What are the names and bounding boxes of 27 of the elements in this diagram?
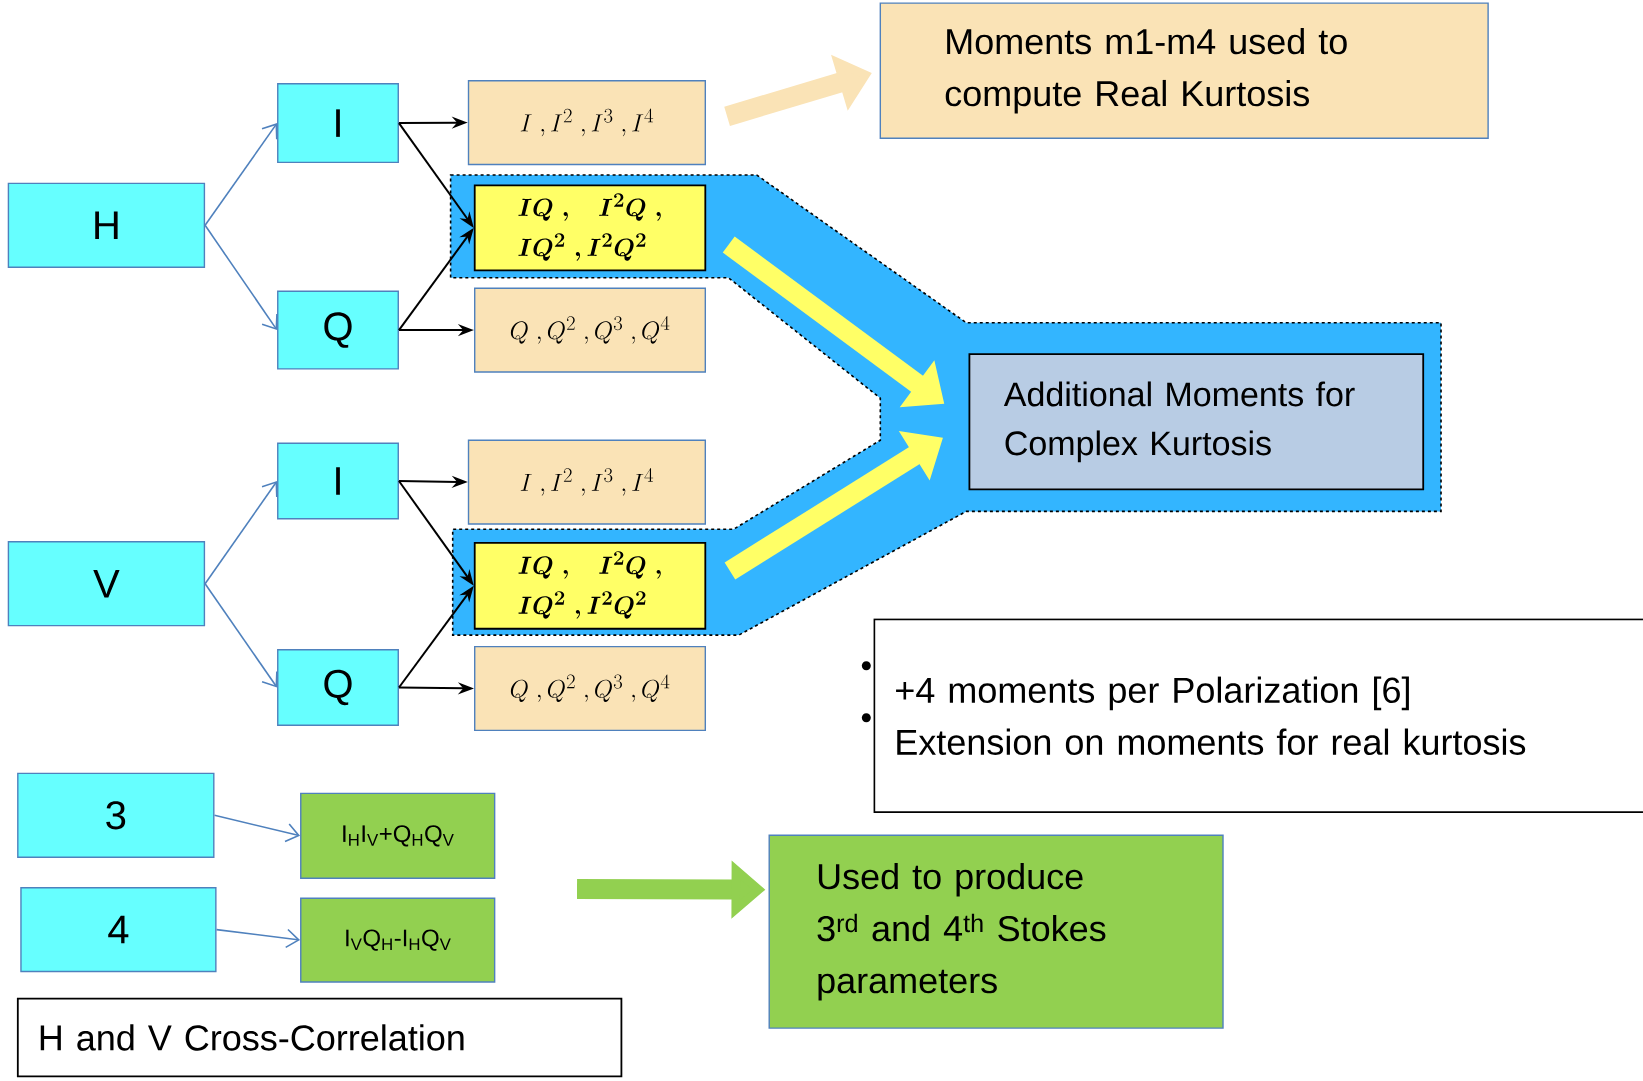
arrow <box>204 582 278 688</box>
signal-box: Q <box>277 649 399 726</box>
note-box: Additional Moments for Complex Kurtosis <box>968 353 1425 491</box>
arrow <box>215 928 301 949</box>
moment-box: $Q\;,Q^2\;,Q^3\;,Q^4$ <box>474 645 706 732</box>
signal-box: H <box>7 182 206 268</box>
formula-box: I$_{V}$Q$_{H}$-I$_{H}$Q$_{V}$ <box>300 897 496 983</box>
arrow <box>204 481 278 585</box>
arrow <box>213 814 301 843</box>
signal-box: Q <box>277 290 399 370</box>
arrow <box>204 123 278 227</box>
formula-box: I$_{H}$I$_{V}$+Q$_{H}$Q$_{V}$ <box>300 792 496 879</box>
moment-box: $I\;,I^2\;,I^3\;,I^4$ <box>467 80 706 166</box>
signal-box: V <box>7 541 206 627</box>
note-box: Used to produce 3$^{rd}$ and 4$^{th}$ Stokes parameters <box>768 834 1224 1029</box>
arrow <box>204 224 278 331</box>
moment-box: $Q\;,Q^2\;,Q^3\;,Q^4$ <box>474 287 706 373</box>
bullet-list-box: +4 moments per Polarization [6] Extension on moments for real kurtosis <box>873 618 1643 814</box>
cross-moment-box: $\begin{array}{l}\boldsymbol{IQ\;,\;\;\; I^2Q\;,}\\ \boldsymbol{IQ^2\;,I^2Q^2}\end{array}$ <box>473 184 707 272</box>
signal-box: I <box>277 442 399 520</box>
caption-box: H and V Cross-Correlation <box>16 997 623 1078</box>
moment-box: $I\;,I^2\;,I^3\;,I^4$ <box>467 439 706 525</box>
note-box: Moments m1-m4 used to compute Real Kurtosis <box>879 2 1489 139</box>
signal-box: 3 <box>17 772 215 858</box>
cross-moment-box: $\begin{array}{l}\boldsymbol{IQ\;,\;\;\; I^2Q\;,}\\ \boldsymbol{IQ^2\;,I^2Q^2}\end{array}$ <box>473 541 707 630</box>
signal-box: 4 <box>20 887 217 973</box>
signal-box: I <box>277 83 399 164</box>
